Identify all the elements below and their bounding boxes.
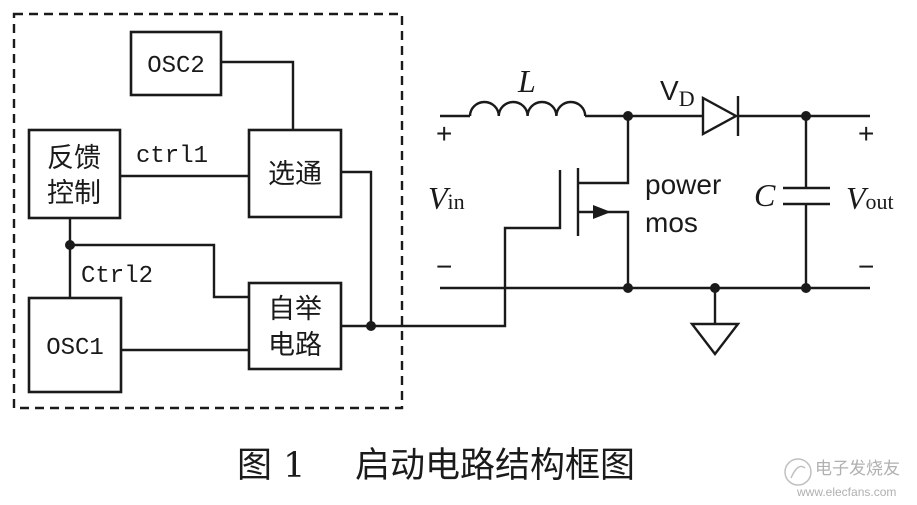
mosfet-label-line2: mos xyxy=(645,207,698,238)
selector-block xyxy=(247,128,343,219)
selector-label: 选通 xyxy=(268,159,322,190)
diode-label: VD xyxy=(660,75,695,111)
junction-dot xyxy=(623,283,633,293)
bootstrap-label-line1: 自举 xyxy=(268,294,322,325)
vout-label: Vout xyxy=(846,180,894,216)
feedback-label-line1: 反馈 xyxy=(47,143,101,174)
vin-label: Vin xyxy=(428,180,465,216)
watermark-url: www.elecfans.com xyxy=(796,485,896,499)
ground-icon xyxy=(689,322,741,356)
capacitor-label: C xyxy=(754,177,776,213)
osc2-label: OSC2 xyxy=(147,53,205,80)
vin-plus: + xyxy=(436,118,452,149)
bootstrap-label-line2: 电路 xyxy=(268,330,322,361)
junction-dot xyxy=(801,111,811,121)
vout-minus: − xyxy=(858,251,874,282)
figure-title: 启动电路结构框图 xyxy=(355,446,635,486)
power-stage-wiring xyxy=(440,114,870,324)
figure-number: 图 1 xyxy=(237,446,305,486)
ctrl1-label: ctrl1 xyxy=(136,143,208,170)
vout-plus: + xyxy=(858,118,874,149)
mosfet-label-line1: power xyxy=(645,169,721,200)
inductor-symbol xyxy=(468,100,587,117)
junction-dot xyxy=(710,283,720,293)
watermark-logo-icon xyxy=(784,458,812,486)
osc2-block xyxy=(129,30,223,97)
feedback-control-block xyxy=(27,128,122,220)
mosfet-symbol xyxy=(576,168,611,236)
junction-dot xyxy=(801,283,811,293)
ctrl2-label: Ctrl2 xyxy=(81,263,153,290)
vin-minus: − xyxy=(436,251,452,282)
junction-dot xyxy=(623,111,633,121)
diode-symbol xyxy=(701,95,740,137)
gate-drive-junction xyxy=(366,321,376,331)
capacitor-symbol xyxy=(783,186,830,206)
control-block-boundary xyxy=(12,12,404,410)
osc1-label: OSC1 xyxy=(46,335,104,362)
inductor-label: L xyxy=(517,63,536,99)
watermark: 电子发烧友 www.elecfans.com xyxy=(784,458,900,499)
ctrl2-junction xyxy=(65,240,75,250)
watermark-name: 电子发烧友 xyxy=(815,459,900,479)
bootstrap-circuit-block xyxy=(247,281,343,371)
control-wiring xyxy=(68,60,562,352)
feedback-label-line2: 控制 xyxy=(47,178,101,209)
osc1-block xyxy=(27,296,123,394)
